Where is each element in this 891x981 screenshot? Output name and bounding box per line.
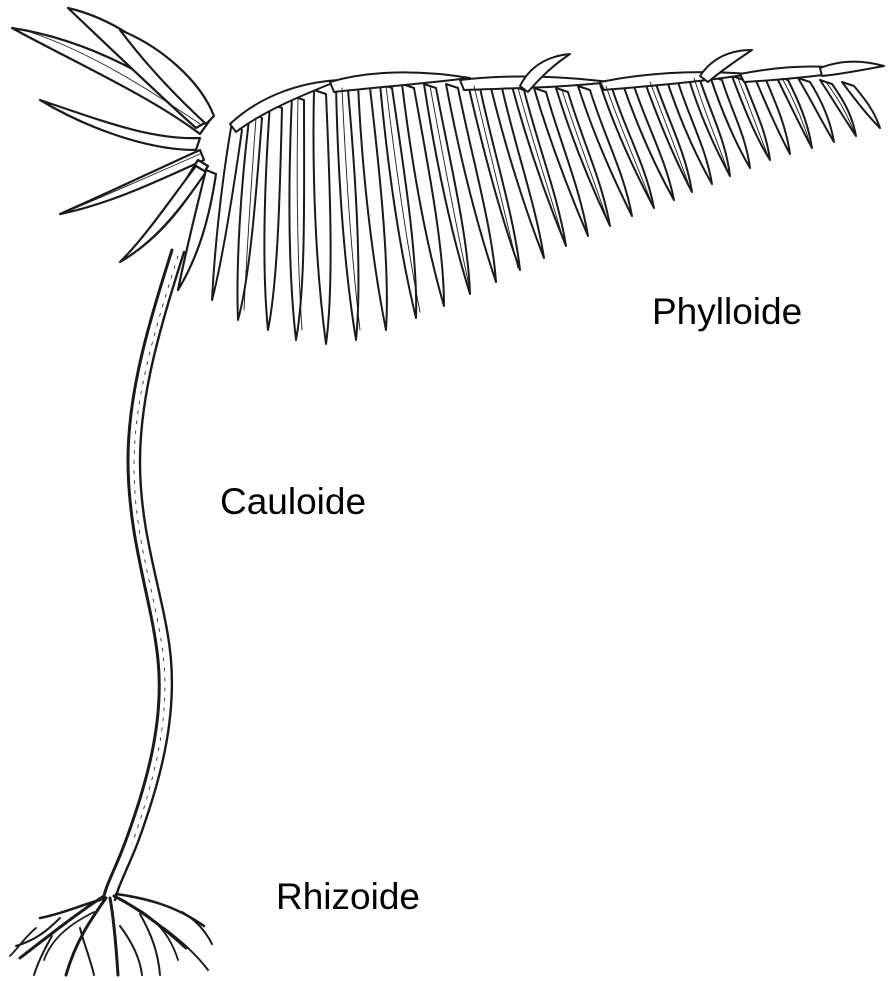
phylloide-label: Phylloide [652, 293, 802, 330]
leaf-drawing [12, 8, 216, 290]
stem-drawing [103, 250, 184, 900]
rhizoid-drawing [10, 894, 212, 975]
cauloide-label: Cauloide [220, 483, 366, 520]
rhizoide-label: Rhizoide [276, 878, 420, 915]
